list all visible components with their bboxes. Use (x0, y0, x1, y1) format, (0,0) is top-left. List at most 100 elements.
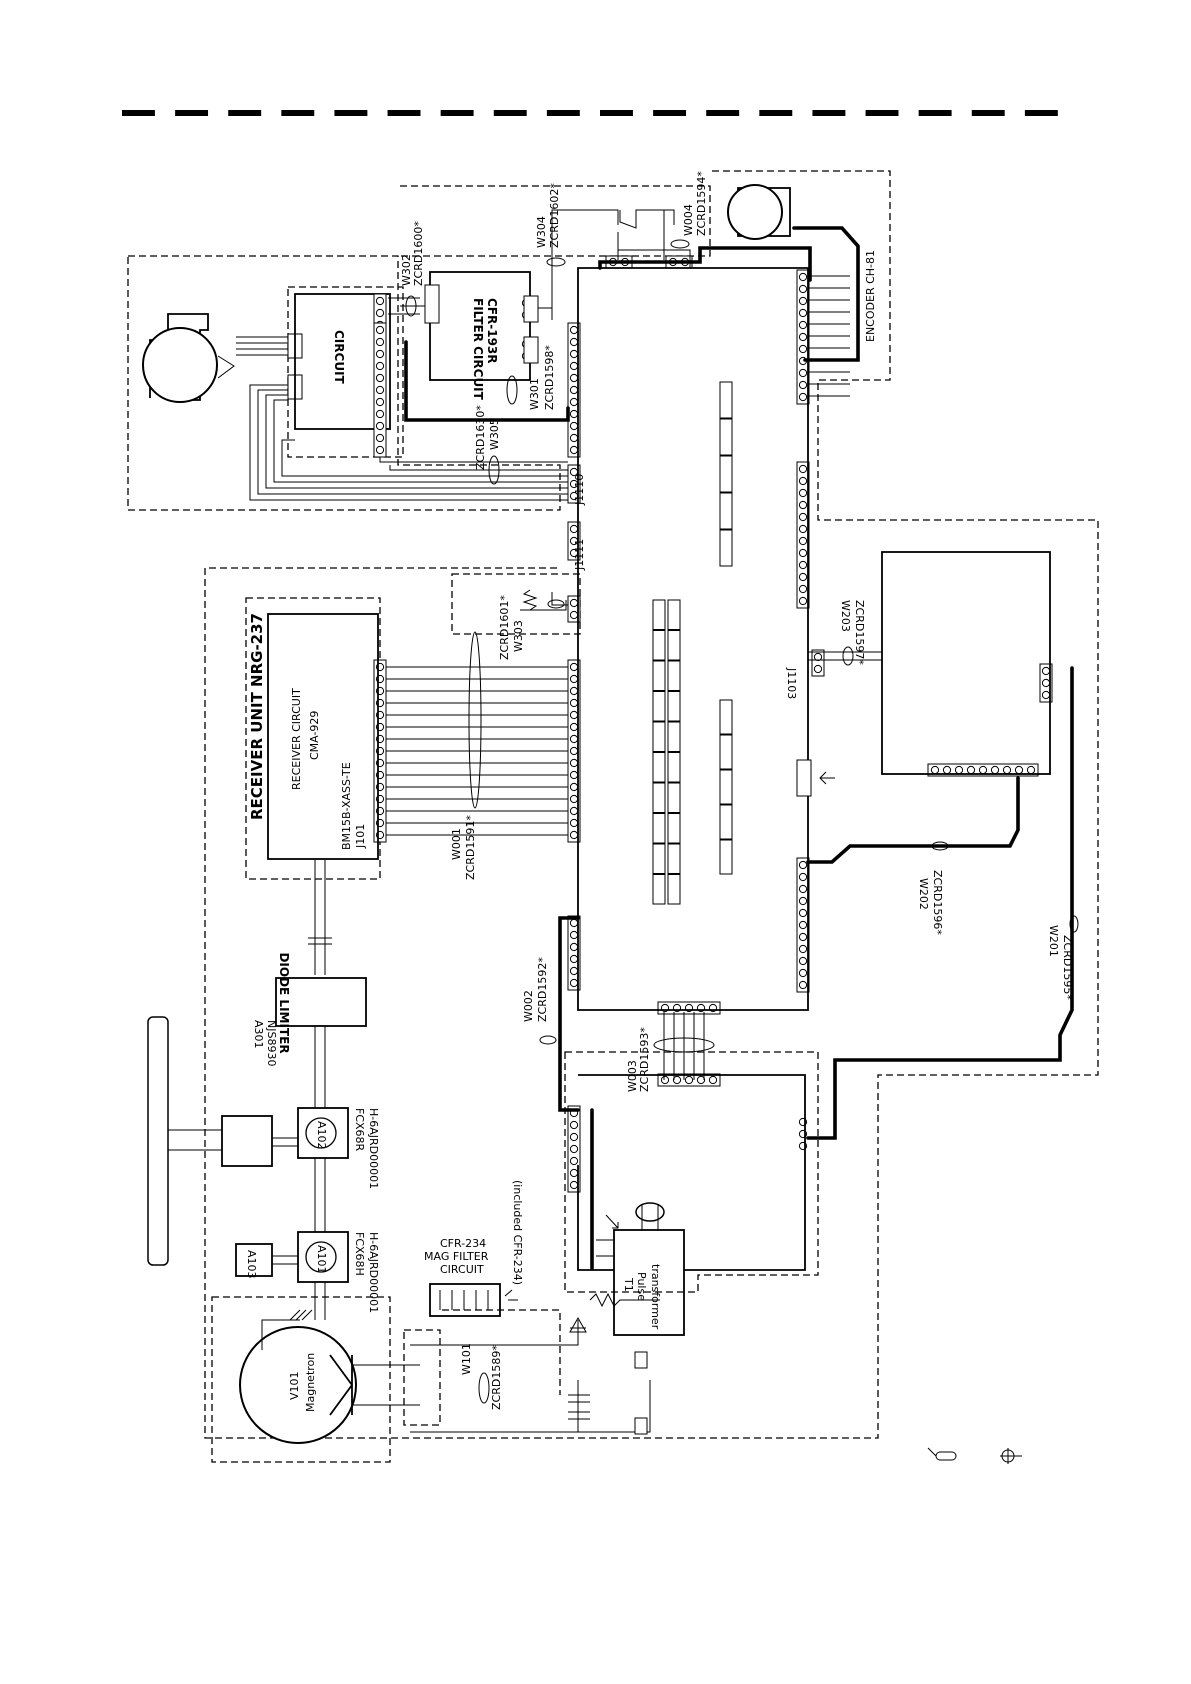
receiver-circuit-label-2: CMA-929 (308, 711, 321, 760)
header-rule-segment (759, 110, 793, 116)
connector-pin (375, 296, 385, 306)
connector-pin (798, 956, 808, 966)
ic-block (719, 418, 733, 456)
connector-pin (375, 421, 385, 431)
header-rule-segment (971, 110, 1005, 116)
connector-pin (798, 896, 808, 906)
connector-pin (990, 765, 1000, 775)
j1103-label: J1103 (785, 667, 798, 699)
connector-pin (569, 524, 579, 534)
connector-pin (954, 765, 964, 775)
connector-pin (569, 734, 579, 744)
connector-pin (798, 536, 808, 546)
connector-pin (708, 1075, 718, 1085)
connector-pin (569, 1144, 579, 1154)
connector-pin (375, 337, 385, 347)
connector-pin (798, 884, 808, 894)
connector-pin (569, 794, 579, 804)
filter-connector-b (523, 336, 539, 364)
receiver-circuit-box (267, 613, 379, 860)
connector-pin (696, 1075, 706, 1085)
mag-filter-note: (included CFR-234) (511, 1180, 524, 1285)
connector-pin (569, 686, 579, 696)
connector-pin (1041, 666, 1051, 676)
connector-pin (798, 980, 808, 990)
cable-w003 (663, 1012, 705, 1080)
pulse-transformer-label-1: T1 (622, 1277, 635, 1292)
header-rule-segment (334, 110, 368, 116)
w302-label-1: W302 (400, 254, 413, 286)
connector-pin (569, 818, 579, 828)
filter-circuit-label: CFR-193R (485, 298, 499, 364)
header-rule-segment (600, 110, 633, 116)
motor-circuit-box (294, 293, 391, 430)
w201-label-2: ZCRD1595* (1061, 935, 1074, 1000)
connector-pin (1026, 765, 1036, 775)
connector-pin (375, 385, 385, 395)
connector-pin (375, 433, 385, 443)
antenna-motor (142, 313, 303, 403)
connector-pin (569, 325, 579, 335)
ic-block (652, 660, 666, 691)
connector-pin (798, 932, 808, 942)
mag-filter-box (429, 1283, 501, 1317)
connector-pin (798, 368, 808, 378)
w101-label-1: W101 (460, 1343, 473, 1375)
header-rule-segment (706, 110, 740, 116)
connector-pin (798, 944, 808, 954)
connector-pin (798, 320, 808, 330)
ic-block (667, 752, 681, 783)
header-rule-segment (865, 110, 899, 116)
header-rule-segment (1024, 110, 1058, 116)
w101-label-2: ZCRD1589* (490, 1345, 503, 1410)
connector-pin (798, 272, 808, 282)
connector-pin (569, 746, 579, 756)
connector-pin (375, 373, 385, 383)
w203-label-1: W203 (839, 600, 852, 632)
top-region-wires (388, 209, 860, 422)
w002-label-2: ZCRD1592* (536, 957, 549, 1022)
modulator-board-outline (577, 1074, 806, 1271)
mag-filter-label-2: MAG FILTER (424, 1250, 489, 1263)
connector-pin (684, 1075, 694, 1085)
connector-pin (569, 930, 579, 940)
a102-part-1: FCX68R (353, 1108, 366, 1152)
connector-pin (966, 765, 976, 775)
power-board-outline (881, 551, 1051, 775)
ic-block (652, 630, 666, 661)
connector-pin (569, 710, 579, 720)
w305-label-2: ZCRD1630* (474, 405, 487, 470)
header-rule-segment (493, 110, 527, 116)
ic-block (719, 455, 733, 493)
connector-pin (569, 361, 579, 371)
connector-pin (569, 1120, 579, 1130)
a102-part-2: H-6AJRD00001 (367, 1108, 380, 1189)
header-rule-segment (281, 110, 315, 116)
j101-label-1: J101 (354, 824, 367, 849)
w304-label-2: ZCRD1602* (548, 183, 561, 248)
connector-pin (798, 572, 808, 582)
w003-label-2: ZCRD1593* (638, 1027, 651, 1092)
connector-pin (569, 373, 579, 383)
w202-label-1: W202 (917, 878, 930, 910)
connector-pin (798, 344, 808, 354)
header-rule-segment (228, 110, 262, 116)
a102-label: A102 (315, 1121, 328, 1150)
connector-pin (569, 942, 579, 952)
w203-label-2: ZCRD1597* (853, 600, 866, 665)
connector-pin (798, 392, 808, 402)
connector-pin (1041, 678, 1051, 688)
header-rule-segment (387, 110, 421, 116)
ic-block (719, 804, 733, 840)
motor-circuit-label: CIRCUIT (332, 330, 346, 385)
w304-label-1: W304 (535, 216, 548, 248)
mag-filter-label-1: CFR-234 (440, 1237, 486, 1250)
connector-pin (660, 1075, 670, 1085)
a301-label-1: A301 (252, 1020, 265, 1049)
ic-block (652, 599, 666, 630)
connector-pin (569, 758, 579, 768)
connector-pin (569, 954, 579, 964)
connector-pin (813, 652, 823, 662)
chassis-ground-icon (1000, 1448, 1022, 1464)
